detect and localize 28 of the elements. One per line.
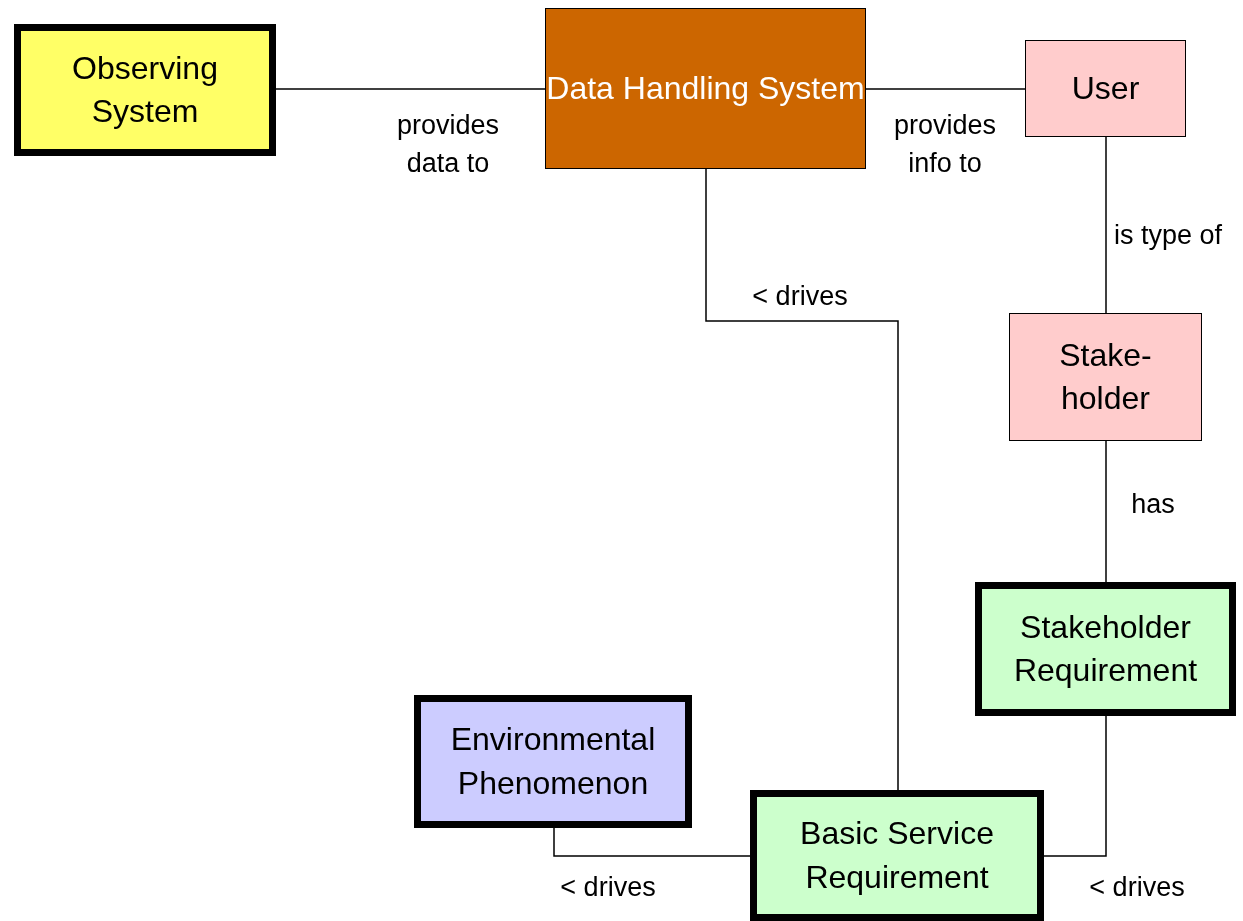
system-box	[545, 8, 866, 169]
node-label: Observing System	[71, 48, 219, 131]
edge-label: provides info to	[892, 109, 998, 180]
phenomenon-box	[414, 695, 692, 828]
connector-line	[553, 827, 751, 857]
edge-label: provides data to	[395, 109, 501, 180]
node-label: Stake-holder	[1058, 335, 1153, 418]
connector-line	[1105, 136, 1107, 314]
connector-line	[275, 88, 546, 90]
node-label: Stakeholder Requirement	[1012, 607, 1199, 690]
connector-line	[705, 168, 899, 791]
edge-label: has	[1131, 488, 1175, 522]
requirement-box	[975, 582, 1236, 716]
edge-label: < drives	[560, 871, 656, 905]
actor-box	[1009, 313, 1202, 441]
edge-label: < drives	[752, 280, 848, 314]
node-label: Basic Service Requirement	[799, 814, 995, 897]
node-label: Environmental Phenomenon	[449, 720, 657, 803]
node-label: User	[1071, 68, 1140, 108]
connector-line	[1105, 440, 1107, 583]
edge-label: is type of	[1113, 219, 1223, 253]
connector-line	[1043, 715, 1107, 857]
node-label: Data Handling System	[546, 68, 865, 108]
connector-line	[865, 88, 1026, 90]
actor-box	[1025, 40, 1186, 137]
system-box	[14, 24, 276, 156]
requirement-box	[750, 790, 1044, 921]
edge-label: < drives	[1089, 871, 1185, 905]
